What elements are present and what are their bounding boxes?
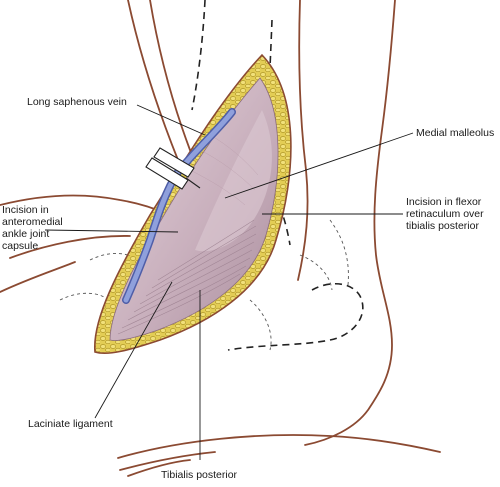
foot-sole (117, 434, 441, 459)
saphenous-vein-fill (123, 109, 235, 303)
dashed-tendon-left (191, 0, 206, 111)
label-tibialis-posterior: Tibialis posterior (161, 469, 238, 481)
leader-incision-anteromedial (44, 229, 179, 233)
leader-laciniate-ligament (94, 281, 173, 419)
leader-long-saphenous-vein (136, 104, 206, 136)
leg-posterior-contour (297, 0, 309, 281)
label-incision-anteromedial: Incision in anteromedial ankle joint cap… (2, 204, 63, 252)
leader-lines (44, 104, 414, 460)
leg-outline (0, 0, 441, 477)
foot-sole-2 (119, 451, 216, 471)
leg-left-contour-2 (127, 0, 179, 161)
leg-left-strand-3 (0, 261, 76, 293)
malleolus-bulge (195, 110, 272, 252)
label-medial-malleolus: Medial malleolus (416, 127, 495, 139)
label-laciniate-ligament: Laciniate ligament (28, 418, 113, 430)
leg-left-strand-2 (9, 235, 131, 259)
dashed-retinaculum (227, 283, 364, 351)
leg-right-contour (304, 0, 396, 446)
ligament-fibres (117, 219, 257, 335)
toe-line (127, 459, 191, 477)
label-incision-flexor-retinaculum: Incision in flexor retinaculum over tibi… (406, 196, 484, 232)
label-long-saphenous-vein: Long saphenous vein (27, 96, 127, 108)
leader-medial-malleolus (224, 132, 414, 199)
retractor (145, 147, 201, 190)
